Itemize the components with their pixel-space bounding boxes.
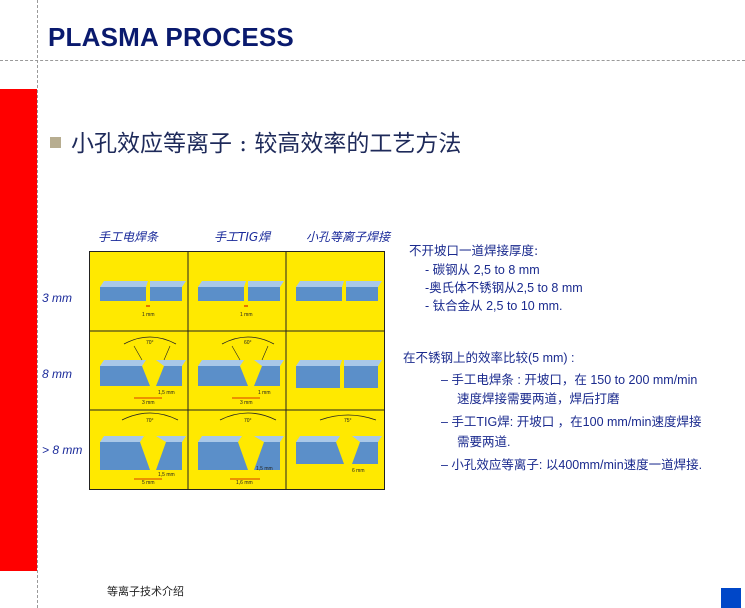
info-list2-item-3: – 小孔效应等离子: 以400mm/min速度一道焊接. [441, 458, 703, 472]
row3-angle-label-3: 75° [344, 418, 352, 424]
row1-plates [100, 281, 382, 301]
red-side-bar [0, 89, 37, 571]
row2-angle-label-2: 60° [244, 340, 252, 346]
row1-gap-label-2: 1 mm [240, 312, 253, 318]
info-list2-item-2-cont: 需要两道. [457, 435, 511, 449]
figure-grid-lines [90, 252, 384, 489]
column-header-tig: 手工TIG焊 [214, 230, 271, 244]
row3-dim-label-2: 1,5 mm [256, 466, 273, 472]
row2-plates [100, 336, 382, 388]
row2-dim-label-3: 3 mm [142, 400, 155, 406]
row3-plates [100, 412, 382, 470]
row-label-gt8mm: > 8 mm [42, 443, 83, 457]
info-heading-2: 在不锈钢上的效率比较(5 mm) : [403, 351, 575, 365]
row1-gap-label-1: 1 mm [142, 312, 155, 318]
row3-angle-label-2: 70° [244, 418, 252, 424]
info-list2-item-2: – 手工TIG焊: 开坡口 ，在100 mm/min速度焊接 [441, 415, 702, 429]
info-list2-item-1: – 手工电焊条 : 开坡口，在 150 to 200 mm/min [441, 373, 698, 387]
page-title: PLASMA PROCESS [48, 22, 294, 52]
square-bullet-icon [50, 136, 61, 148]
row2-dim-label-2: 1 mm [258, 390, 271, 396]
row2-dim-label-4: 3 mm [240, 400, 253, 406]
info-list1-item-2: -奥氏体不锈钢从2,5 to 8 mm [425, 281, 583, 295]
footer-text: 等离子技术介绍 [107, 585, 184, 598]
subtitle: 小孔效应等离子 : 较高效率的工艺方法 [71, 131, 462, 157]
row-label-8mm: 8 mm [42, 367, 72, 381]
row3-dim-label-4: 5 mm [142, 480, 155, 486]
column-header-mma: 手工电焊条 [98, 230, 159, 244]
row3-angle-label-1: 70° [146, 418, 154, 424]
column-header-plasma: 小孔等离子焊接 [306, 230, 391, 244]
info-heading-1: 不开坡口一道焊接厚度: [409, 243, 539, 258]
info-list1-item-3: - 钛合金从 2,5 to 10 mm. [425, 299, 563, 313]
row3-dim-label-5: 1,6 mm [236, 480, 253, 486]
row3-dim-label-3: 6 mm [352, 468, 365, 474]
row2-angle-label-1: 70° [146, 340, 154, 346]
info-list2-item-1-cont: 速度焊接需要两道，焊后打磨 [457, 392, 620, 406]
info-list1-item-1: - 碳钢从 2,5 to 8 mm [425, 263, 540, 277]
row2-dim-label-1: 1,5 mm [158, 390, 175, 396]
row-label-3mm: 3 mm [42, 291, 72, 305]
corner-square-marker [721, 588, 741, 608]
vertical-guide-line [37, 0, 38, 608]
row3-dim-label-1: 1,5 mm [158, 472, 175, 478]
horizontal-guide-line [0, 60, 745, 61]
weld-joint-figure: 1 mm 1 mm 70° 60° [89, 251, 385, 490]
subtitle-row: 小孔效应等离子 : 较高效率的工艺方法 [50, 124, 461, 158]
